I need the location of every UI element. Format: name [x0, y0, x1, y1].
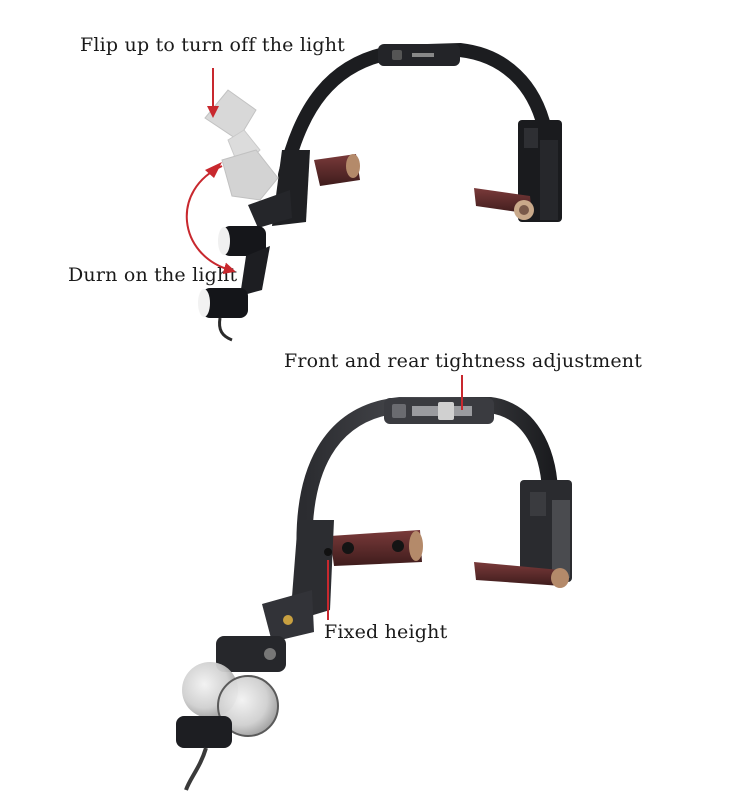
right-loupe-lens: [218, 676, 278, 736]
rear-pad-2: [474, 562, 562, 586]
curved-arrow-icon: [185, 165, 236, 275]
fixed-height-label: Fixed height: [324, 621, 448, 643]
bottom-headband: [176, 375, 572, 791]
ghost-lamp: [204, 89, 279, 201]
turn-on-label: Durn on the light: [68, 264, 238, 286]
lamp-housing: [216, 636, 286, 672]
lower-lamp: [176, 716, 232, 748]
height-screw: [283, 615, 293, 625]
flip-up-label: Flip up to turn off the light: [80, 34, 346, 56]
lamp-on: [198, 226, 270, 342]
tightness-label: Front and rear tightness adjustment: [284, 350, 643, 372]
top-headband: [185, 42, 562, 342]
front-pad-2: [330, 530, 422, 566]
